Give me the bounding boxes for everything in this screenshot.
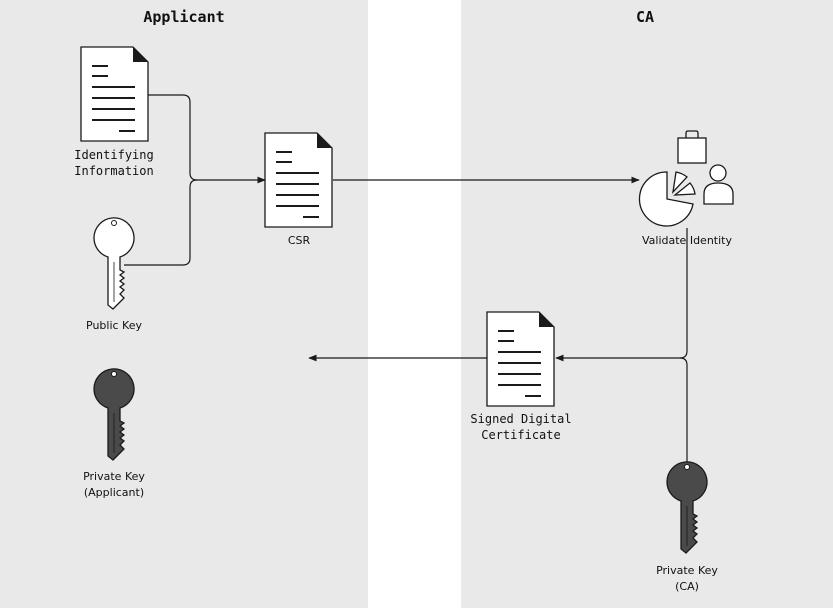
document-icon xyxy=(486,311,555,407)
signed-cert-label: Signed Digital xyxy=(470,412,571,426)
connector-publickey-to-csr xyxy=(124,179,198,266)
identifying-info-label: Identifying xyxy=(74,148,153,162)
ca-lane xyxy=(461,0,833,608)
applicant-lane-title: Applicant xyxy=(143,8,224,26)
identifying-info-label-2: Information xyxy=(74,164,153,178)
applicant-lane xyxy=(0,0,368,608)
key-icon xyxy=(666,461,708,554)
csr-label: CSR xyxy=(288,234,311,247)
private-key-ca-label: Private Key xyxy=(656,564,718,577)
key-icon xyxy=(93,368,135,461)
document-icon xyxy=(80,46,149,142)
ca-lane-title: CA xyxy=(636,8,654,26)
private-key-ca-label-2: (CA) xyxy=(675,580,699,593)
connector-cakey-to-cert xyxy=(679,357,688,463)
validation-icon xyxy=(638,130,734,227)
connector-identifying-to-csr xyxy=(148,94,266,184)
private-key-applicant-label: Private Key xyxy=(83,470,145,483)
validate-identity-label: Validate Identity xyxy=(642,234,732,247)
document-icon xyxy=(264,132,333,228)
private-key-applicant-label-2: (Applicant) xyxy=(84,486,144,499)
key-icon xyxy=(93,217,135,310)
signed-cert-label-2: Certificate xyxy=(481,428,560,442)
public-key-label: Public Key xyxy=(86,319,142,332)
